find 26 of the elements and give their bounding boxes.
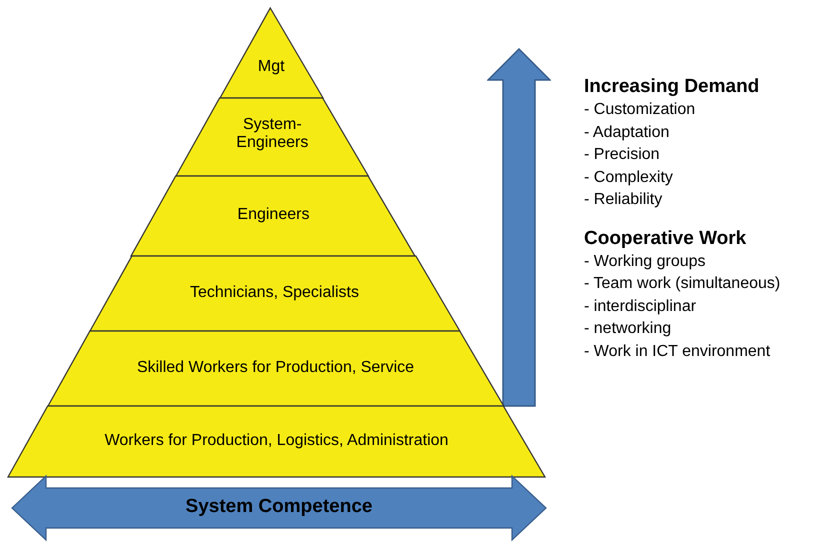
list-item: - Precision xyxy=(584,146,660,164)
pyramid-tier xyxy=(90,256,460,331)
double-arrow xyxy=(12,476,546,540)
tier-label: System- Engineers xyxy=(235,116,310,152)
list-heading: Increasing Demand xyxy=(584,76,760,98)
pyramid-tier xyxy=(176,98,368,176)
pyramid-tier xyxy=(220,8,323,98)
list-item: - Adaptation xyxy=(584,124,670,142)
pyramid-tier xyxy=(131,176,416,256)
tier-label: Technicians, Specialists xyxy=(190,284,359,302)
list-item: - Work in ICT environment xyxy=(584,342,770,360)
pyramid-tier xyxy=(48,331,504,406)
list-item: - Customization xyxy=(584,101,696,119)
tier-label: Engineers xyxy=(237,206,310,224)
list-item: - Team work (simultaneous) xyxy=(584,275,780,293)
arrow-label: System Competence xyxy=(186,496,372,518)
list-heading: Cooperative Work xyxy=(584,228,746,250)
list-item: - Reliability xyxy=(584,191,662,209)
list-item: - Working groups xyxy=(584,252,706,270)
list-item: - interdisciplinar xyxy=(584,298,696,316)
pyramid-tier xyxy=(8,406,545,477)
list-item: - networking xyxy=(584,320,672,338)
list-item: - Complexity xyxy=(584,168,673,186)
tier-label: Mgt xyxy=(258,58,285,76)
tier-label: Skilled Workers for Production, Service xyxy=(136,358,414,376)
tier-label: Workers for Production, Logistics, Administration xyxy=(104,432,448,450)
